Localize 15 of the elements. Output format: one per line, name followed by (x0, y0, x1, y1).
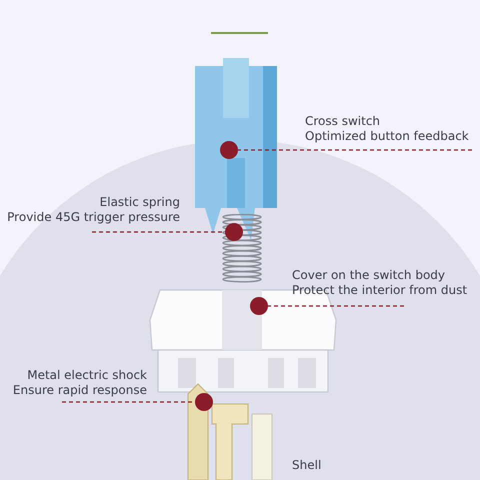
part-name: Elastic spring (98, 195, 180, 210)
part-description: Optimized button feedback (305, 129, 470, 144)
part-description: Protect the interior from dust (292, 283, 468, 298)
part-name: Cover on the switch body (292, 268, 446, 283)
part-description: Provide 45G trigger pressure (6, 210, 180, 225)
leader-line (62, 393, 213, 411)
part-name: Metal electric shock (26, 368, 147, 383)
part-name: Cross switch (305, 114, 382, 129)
leader-line (220, 141, 472, 159)
part-name: Shell (292, 458, 322, 473)
spring-drawing (220, 212, 264, 284)
leader-line (250, 297, 404, 315)
part-description: Ensure rapid response (12, 383, 147, 398)
leader-line (92, 223, 243, 241)
cross-stem-drawing (193, 58, 279, 242)
